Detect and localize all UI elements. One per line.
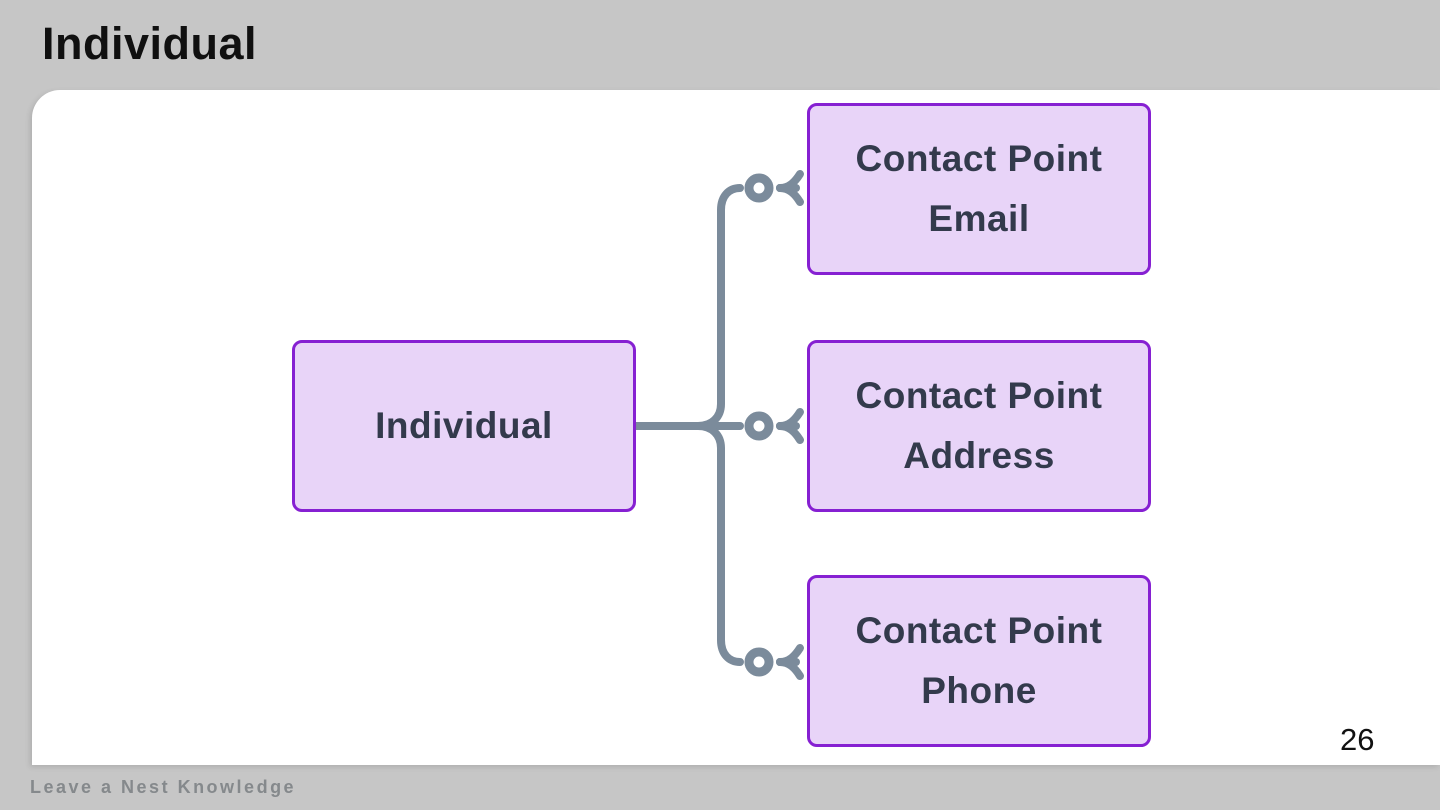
connector-to-phone [632,422,744,666]
entity-individual: Individual [292,340,636,512]
entity-address-label-line1: Contact Point [855,375,1103,416]
entity-individual-label: Individual [375,405,553,446]
entity-contact-point-email: Contact Point Email [807,103,1151,275]
content-card: Individual Contact Point Email Contact P… [32,90,1440,765]
zero-or-many-marker-phone [744,644,804,680]
entity-contact-point-phone: Contact Point Phone [807,575,1151,747]
entity-phone-label-line2: Phone [921,670,1037,711]
er-connector-lines [632,170,804,680]
zero-or-many-marker-email [744,170,804,206]
entity-email-label-line1: Contact Point [855,138,1103,179]
entity-address-label-line2: Address [903,435,1055,476]
slide-title: Individual [42,18,258,69]
footer-brand: Leave a Nest Knowledge [30,777,297,797]
entity-email-label-line2: Email [928,198,1030,239]
connector-to-email [632,184,744,430]
entity-phone-label-line1: Contact Point [855,610,1103,651]
page-number: 26 [1340,722,1375,757]
zero-or-many-marker-address [744,408,804,444]
entity-contact-point-address: Contact Point Address [807,340,1151,512]
